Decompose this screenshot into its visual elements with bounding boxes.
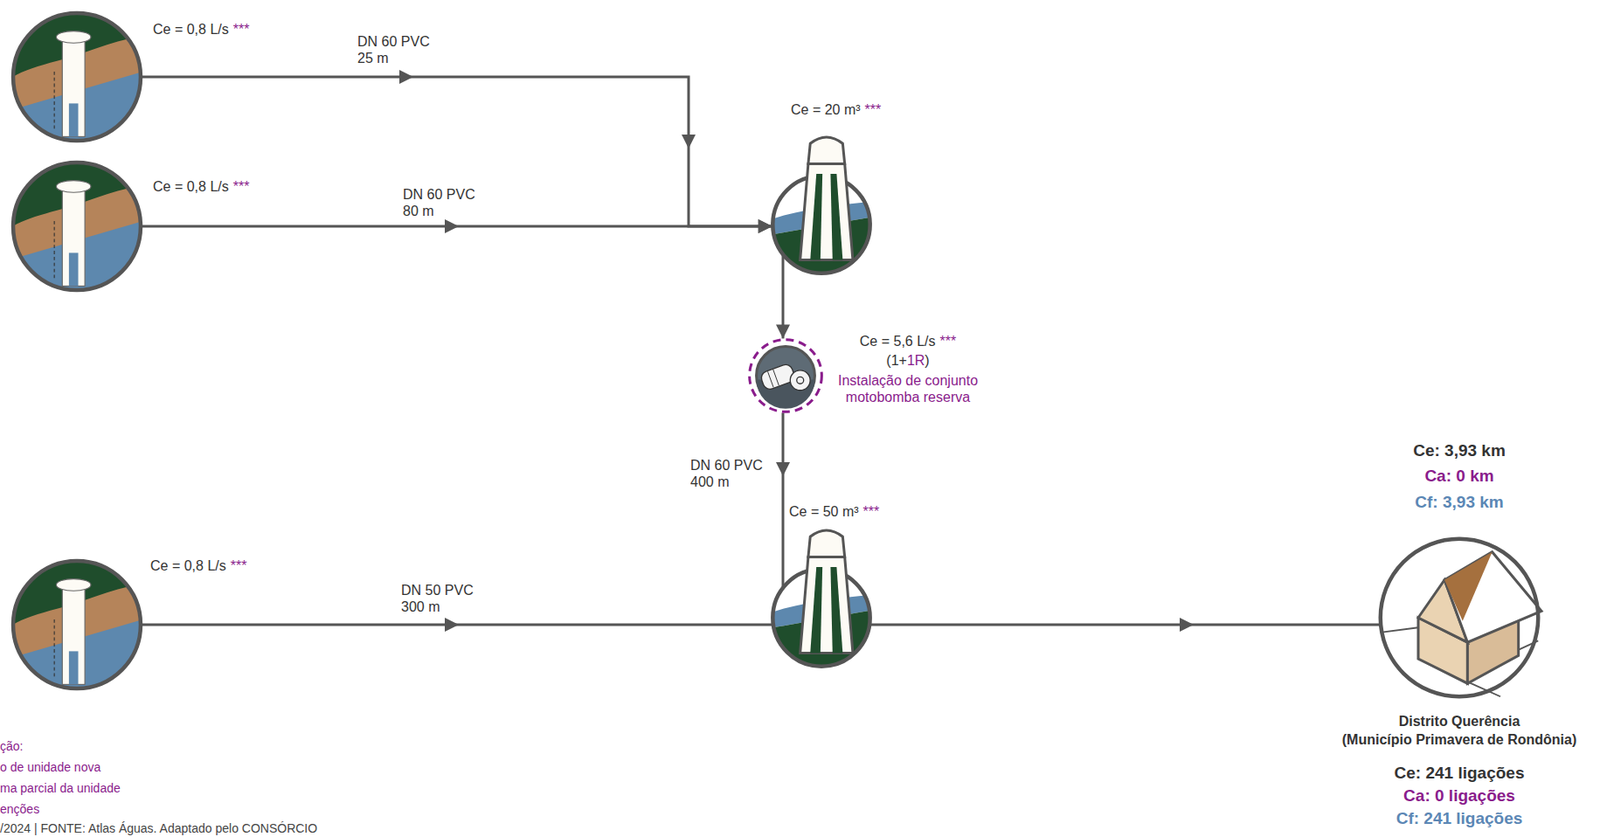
text-row: Ce = 5,6 L/s***: [859, 332, 956, 350]
text-row: Instalação de conjunto motobomba reserva: [829, 372, 987, 406]
pipe-label: DN 60 PVC 400 m: [690, 457, 771, 491]
capacity-text: (Município Primavera de Rondônia): [1342, 732, 1577, 748]
pipe-label: DN 50 PVC 300 m: [401, 581, 482, 616]
capacity-text: Ce: 3,93 km: [1412, 441, 1506, 460]
capacity-text: 1R: [907, 353, 925, 368]
pipe-label: DN 60 PVC 25 m: [357, 33, 438, 67]
pump-icon: [747, 337, 825, 415]
text-row: Ce: 241 ligações: [1394, 763, 1525, 784]
status-mark: ***: [865, 102, 882, 118]
pipe-connector: [141, 617, 774, 632]
arrow-head: [775, 462, 790, 477]
text-row: Ce = 0,8 L/s***: [152, 20, 250, 38]
text-row: Ce = 50 m³***: [789, 503, 880, 520]
capacity-text: Cf: 241 ligações: [1396, 809, 1524, 828]
well-icon: [10, 159, 144, 293]
legend-fragment: o de unidade nova: [0, 760, 101, 775]
arrow-head: [775, 324, 790, 339]
tank-icon: [770, 567, 873, 669]
well-circle: Ce = 0,8 L/s***: [10, 159, 144, 293]
pipe-connector: [141, 219, 773, 234]
pipe-connector: [141, 69, 773, 234]
legend-fragment: ma parcial da unidade: [0, 781, 121, 796]
arrow-head: [758, 219, 773, 234]
pipe-connector: [870, 617, 1380, 632]
text-row: Cf: 3,93 km: [1414, 492, 1504, 513]
status-mark: ***: [233, 21, 250, 37]
arrow-head: [681, 134, 696, 149]
text-row: Ce = 20 m³***: [790, 101, 881, 118]
arrow-head: [758, 219, 773, 234]
house-circle: Ce: 3,93 kmCa: 0 kmCf: 3,93 kmDistrito Q…: [1377, 535, 1542, 700]
well-circle: Ce = 0,8 L/s***: [10, 558, 144, 692]
text-row: Ca: 0 ligações: [1403, 786, 1516, 807]
text-row: Cf: 241 ligações: [1396, 809, 1524, 830]
status-mark: ***: [863, 504, 880, 520]
capacity-text: Ce = 0,8 L/s: [152, 21, 229, 37]
text-row: Ce = 0,8 L/s ***: [152, 178, 250, 195]
pipe-connector: [775, 255, 790, 339]
reservoir-circle: Ce = 20 m³***: [770, 173, 873, 276]
capacity-text: Ce = 50 m³: [789, 504, 859, 520]
pipe-label: DN 60 PVC 80 m: [402, 186, 484, 220]
text-row: (1+1R): [886, 352, 929, 369]
legend-fragment: /2024 | FONTE: Atlas Águas. Adaptado pel…: [0, 821, 318, 836]
text-row: (Município Primavera de Rondônia): [1342, 731, 1577, 749]
capacity-text: Ce = 5,6 L/s: [859, 333, 936, 349]
arrow-head: [444, 617, 459, 632]
well-icon: [10, 558, 144, 692]
capacity-text: Ce = 0,8 L/s: [152, 179, 229, 194]
pipe-line: [141, 76, 773, 227]
status-mark: ***: [233, 179, 250, 194]
arrow-head: [444, 219, 459, 234]
text-row: Ce: 3,93 km: [1412, 441, 1506, 462]
reservoir-circle: Ce = 50 m³***: [770, 567, 873, 669]
capacity-text: Distrito Querência: [1399, 713, 1521, 729]
capacity-text: Ce = 0,8 L/s: [150, 558, 227, 574]
legend-fragment: ção:: [0, 739, 23, 754]
pipe-line: [870, 623, 1380, 627]
legend-fragment: enções: [0, 802, 40, 817]
pipe-connector: [775, 413, 790, 588]
capacity-text: ): [924, 353, 929, 368]
tank-icon: [770, 173, 873, 276]
capacity-text: Ca: 0 km: [1424, 466, 1494, 485]
capacity-text: Ce: 241 ligações: [1394, 763, 1525, 783]
arrow-head: [399, 69, 414, 84]
pump-circle: Ce = 5,6 L/s***(1+1R)Instalação de conju…: [747, 337, 825, 415]
text-row: Distrito Querência: [1399, 713, 1521, 730]
house-icon: [1377, 535, 1542, 700]
pipe-line: [782, 413, 785, 588]
well-icon: [10, 10, 144, 144]
status-mark: ***: [230, 558, 248, 574]
well-circle: Ce = 0,8 L/s***: [10, 10, 144, 144]
capacity-text: Instalação de conjunto motobomba reserva: [838, 373, 978, 405]
capacity-text: Ca: 0 ligações: [1403, 786, 1516, 805]
text-row: Ca: 0 km: [1424, 466, 1494, 487]
text-row: Ce = 0,8 L/s***: [150, 557, 247, 575]
capacity-text: Cf: 3,93 km: [1414, 492, 1504, 512]
arrow-head: [1179, 617, 1194, 632]
capacity-text: Ce = 20 m³: [790, 102, 861, 118]
status-mark: ***: [940, 333, 957, 349]
capacity-text: (1+: [886, 353, 908, 368]
